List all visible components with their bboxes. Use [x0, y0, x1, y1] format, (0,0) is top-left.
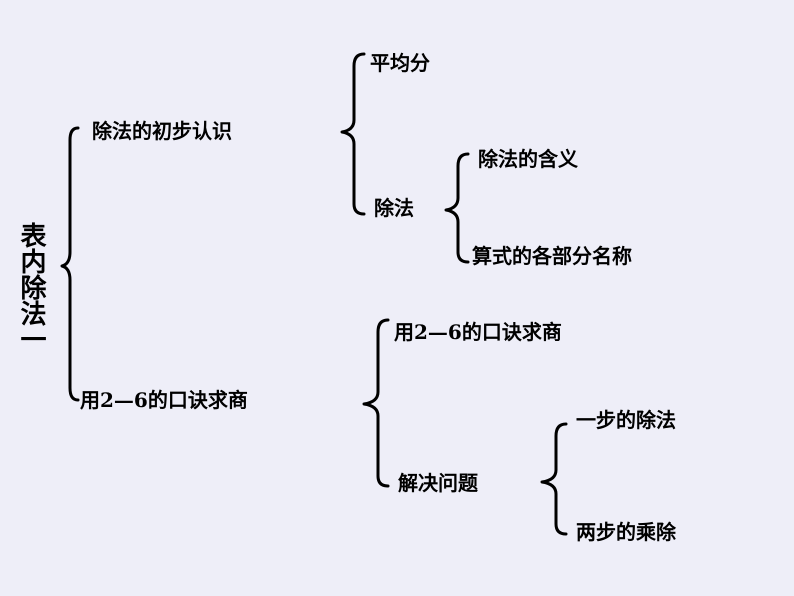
main-brace — [60, 126, 80, 402]
node-use-table-2: 用2—6的口诀求商 — [394, 320, 562, 344]
node-equal-share: 平均分 — [370, 51, 430, 75]
solve-brace — [540, 422, 568, 536]
node-solve-problems: 解决问题 — [398, 471, 478, 495]
node-division: 除法 — [374, 196, 414, 220]
node-division-intro: 除法的初步认识 — [92, 119, 232, 143]
node-one-step: 一步的除法 — [576, 408, 676, 432]
node-two-step: 两步的乘除 — [576, 520, 676, 544]
node-meaning: 除法的含义 — [478, 147, 578, 171]
diagram-title: 表内除法一 — [16, 222, 46, 352]
table-brace — [362, 318, 390, 488]
division-brace — [444, 152, 470, 264]
node-use-table: 用2—6的口诀求商 — [80, 388, 248, 412]
node-parts-names: 算式的各部分名称 — [472, 244, 632, 268]
intro-brace — [340, 52, 366, 216]
